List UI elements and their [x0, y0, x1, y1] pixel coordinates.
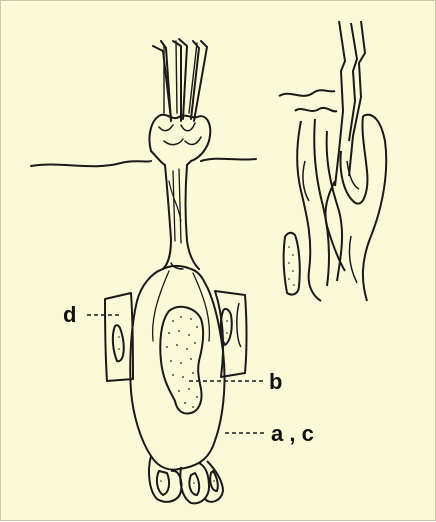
surface-line-right: [201, 159, 256, 161]
sensory-cell-body: [130, 266, 224, 470]
neck-right: [186, 165, 200, 269]
hair-bundle: [153, 39, 207, 121]
label-d: d: [63, 302, 76, 327]
inset-stipple: [118, 246, 295, 484]
neck-left: [163, 165, 171, 269]
label-b: b: [269, 369, 282, 394]
label-a-c: a , c: [271, 421, 314, 446]
crown: [149, 115, 210, 165]
inset-small-cell: [284, 233, 300, 295]
surface-line: [31, 161, 151, 166]
inset-drawing: [279, 21, 386, 301]
